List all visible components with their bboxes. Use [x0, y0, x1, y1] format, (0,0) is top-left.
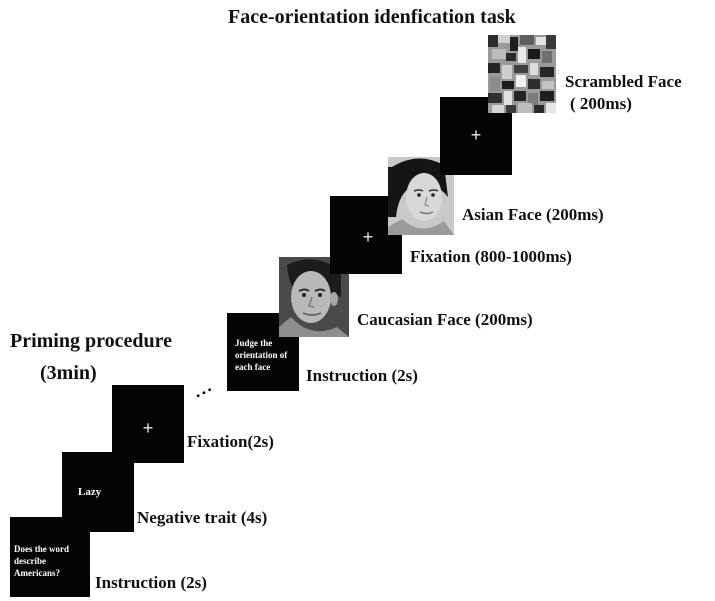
- fixation-label-1: Fixation(2s): [187, 432, 274, 451]
- caucasian-face-label: Caucasian Face (200ms): [357, 310, 533, 329]
- scrambled-face-duration: ( 200ms): [570, 94, 632, 113]
- trait-word: Lazy: [78, 486, 102, 498]
- fixation-screen-3: +: [440, 97, 512, 175]
- instruction-screen-1: Does the word describe Americans?: [10, 517, 90, 597]
- caucasian-face-image: [279, 257, 349, 337]
- asian-face-label: Asian Face (200ms): [462, 205, 604, 224]
- scrambled-face-label: Scrambled Face: [565, 72, 682, 91]
- priming-duration: (3min): [40, 362, 97, 384]
- negative-trait-label: Negative trait (4s): [137, 508, 268, 527]
- instruction-text-1: Does the word describe Americans?: [14, 544, 69, 578]
- scrambled-face-image: [488, 35, 556, 113]
- fixation-cross: +: [470, 125, 482, 145]
- fixation-cross: +: [142, 418, 154, 438]
- task-title: Face-orientation idenfication task: [228, 6, 516, 28]
- fixation-label-2: Fixation (800-1000ms): [410, 247, 572, 266]
- priming-heading: Priming procedure: [10, 330, 173, 352]
- instruction-text-2: Judge the orientation of each face: [235, 338, 288, 372]
- continuation-dots: ...: [189, 374, 216, 402]
- instruction-label-2: Instruction (2s): [306, 366, 418, 385]
- fixation-cross: +: [362, 227, 374, 247]
- instruction-label-1: Instruction (2s): [95, 573, 207, 592]
- fixation-screen-1: +: [112, 385, 184, 463]
